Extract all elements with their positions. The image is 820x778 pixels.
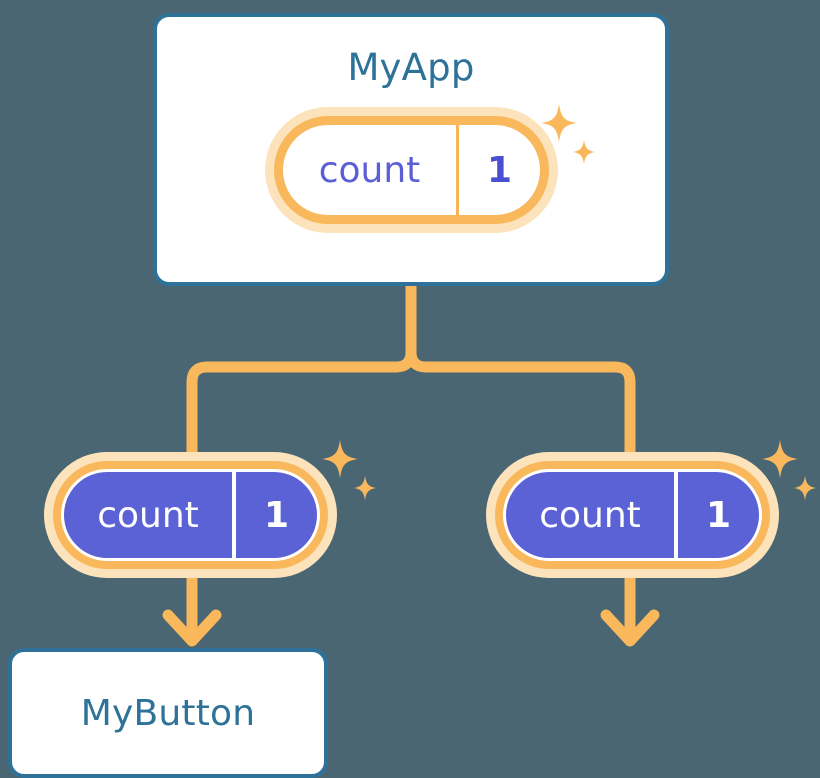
arrow-head-right [600,609,660,647]
state-pill-ring: count 1 [274,116,549,224]
component-title-myapp: MyApp [347,46,475,89]
state-pill-ring: count 1 [53,461,328,569]
state-pill-button-right[interactable]: count 1 [486,452,779,578]
state-value-label: 1 [232,472,317,558]
arrow-head-left [162,609,222,647]
connector-branch-left [186,351,417,460]
sparkle-small-icon [354,476,376,500]
sparkle-small-icon [794,476,816,500]
state-pill-body: count 1 [61,469,320,561]
component-box-mybutton-left[interactable]: MyButton [8,648,328,778]
state-key-label: count [318,149,421,191]
state-pill-myapp[interactable]: count 1 [265,107,558,233]
state-pill-button-left[interactable]: count 1 [44,452,337,578]
state-value-label: 1 [674,472,759,558]
sparkle-icon [762,440,798,478]
component-title-mybutton-left: MyButton [80,692,256,734]
sparkle-icon [322,440,358,478]
state-pill-body: count 1 [503,469,762,561]
state-key-label: count [97,494,199,536]
state-pill-body: count 1 [283,125,540,215]
connector-branch-right [405,351,636,460]
state-pill-ring: count 1 [495,461,770,569]
state-value-label: 1 [456,125,540,215]
state-key-label: count [539,494,641,536]
